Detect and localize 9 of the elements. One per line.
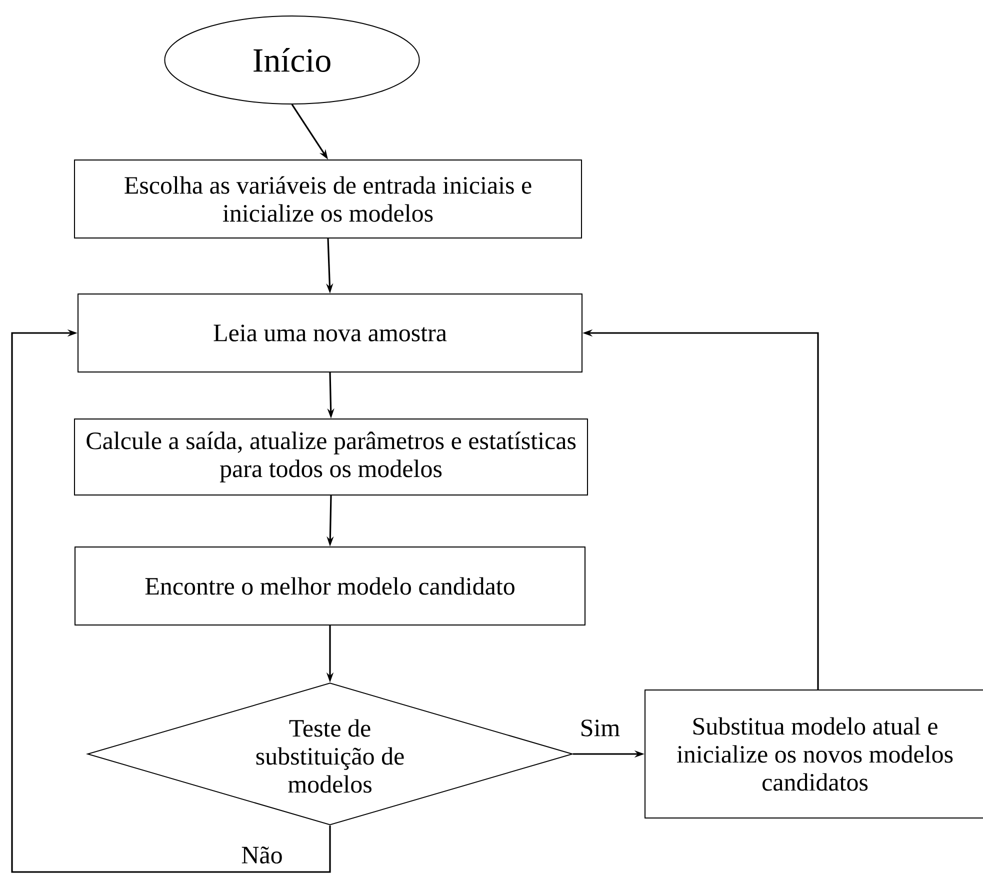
process-box: Substitua modelo atual e inicialize os novos modelos candidatos [644, 690, 983, 818]
process-box: Escolha as variáveis de entrada iniciais e inicialize os modelos [74, 160, 582, 238]
edge-label: Sim [578, 718, 622, 738]
node-label: Teste de substituição de modelos [256, 719, 404, 793]
process-box: Calcule a saída, atualize parâmetros e estatísticas para todos os modelos [74, 418, 588, 496]
edge-label: Não [240, 845, 284, 865]
arrow [11, 329, 331, 873]
process-box: Encontre o melhor modelo candidato [74, 546, 586, 626]
process-box: Leia uma nova amostra [78, 294, 582, 372]
